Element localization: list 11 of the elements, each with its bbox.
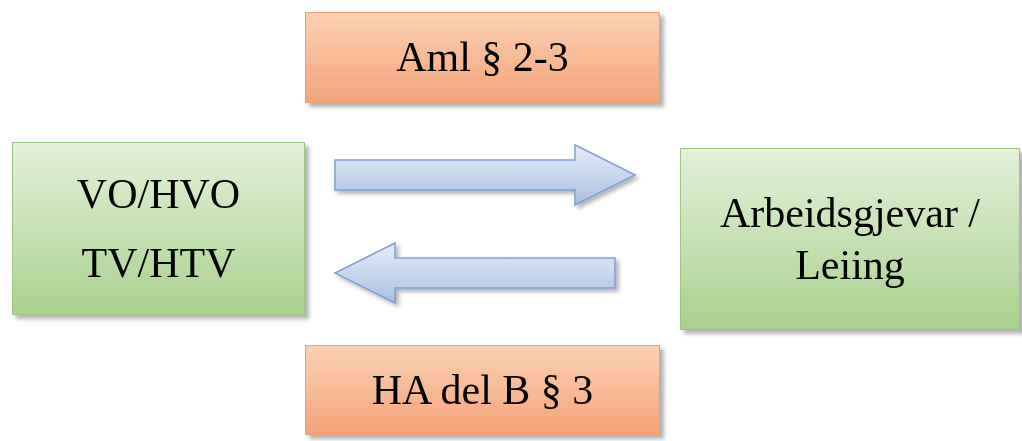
box-label: HA del B § 3 (371, 365, 594, 415)
box-label: TV/HTV (81, 238, 236, 288)
box-label: Arbeidsgjevar / Leiing (718, 188, 982, 290)
box-label: Aml § 2-3 (396, 33, 569, 83)
party-box (680, 148, 1020, 330)
party-box (12, 142, 305, 315)
block-arrow (334, 143, 637, 207)
law-reference-box (305, 12, 660, 103)
agreement-reference-box (305, 345, 660, 435)
box-label: VO/HVO (76, 170, 241, 219)
block-arrow (333, 241, 616, 305)
